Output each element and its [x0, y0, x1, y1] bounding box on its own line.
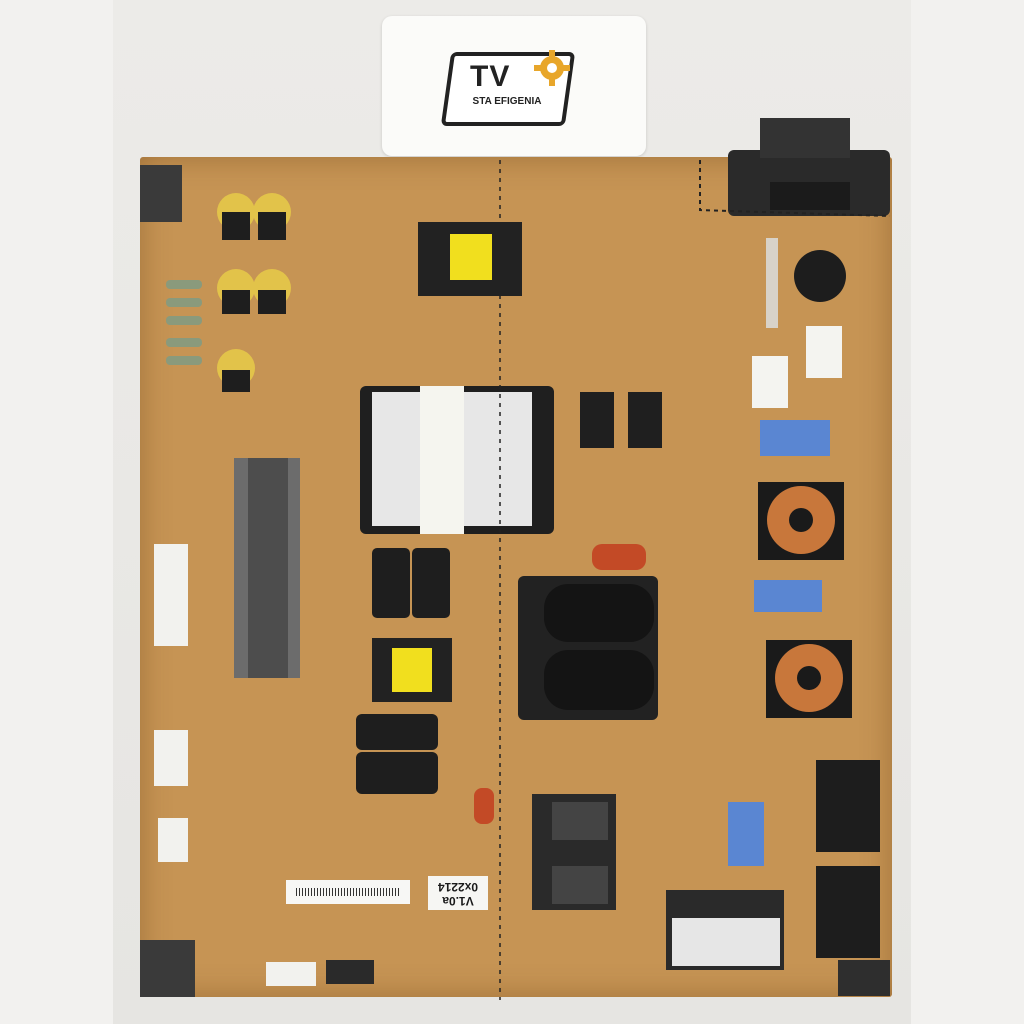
bulk-capacitors — [518, 576, 658, 720]
film-capacitor-red — [592, 544, 646, 570]
main-transformer — [360, 386, 554, 534]
logo-subtitle: STA EFIGENIA — [472, 96, 542, 107]
barcode — [296, 888, 400, 896]
mosfet-1 — [580, 392, 614, 448]
mounting-bracket-bottom-left — [140, 940, 195, 997]
bottom-transformer — [666, 890, 784, 970]
gear-icon — [534, 50, 570, 86]
x-capacitors — [728, 420, 830, 866]
relay-white-1 — [752, 356, 788, 408]
film-capacitor-small-red — [474, 788, 494, 824]
electrolytic-caps-center — [356, 548, 450, 794]
connector-white-2 — [154, 730, 188, 786]
mounting-bracket-top-left — [140, 165, 182, 222]
standby-transformer — [418, 222, 522, 296]
version-line-2: 0x2214 — [437, 880, 479, 894]
fuse — [766, 238, 778, 328]
connector-black-bottom — [326, 960, 374, 984]
version-text: V1.0a 0x2214 — [428, 878, 488, 908]
resistor-array — [166, 280, 202, 365]
common-mode-choke-1 — [758, 482, 844, 560]
common-mode-choke-2 — [766, 640, 852, 718]
bridge-rectifier-2 — [816, 866, 880, 958]
aux-transformer — [372, 638, 452, 702]
logo-text: TV — [470, 60, 511, 93]
version-line-1: V1.0a — [442, 894, 474, 908]
heatsink-bottom — [532, 794, 616, 910]
ac-input-connector — [728, 118, 890, 216]
connector-white-bottom — [266, 962, 316, 986]
varistor-disc — [794, 250, 846, 302]
relay-white-2 — [806, 326, 842, 378]
connector-white-1 — [154, 544, 188, 646]
mounting-bracket-bottom-right — [838, 960, 890, 996]
electrolytic-caps-small — [217, 193, 291, 392]
version-label — [428, 876, 488, 910]
bridge-rectifier-1 — [816, 760, 880, 852]
heatsink-left — [234, 458, 300, 678]
mosfet-2 — [628, 392, 662, 448]
connector-white-3 — [158, 818, 188, 862]
